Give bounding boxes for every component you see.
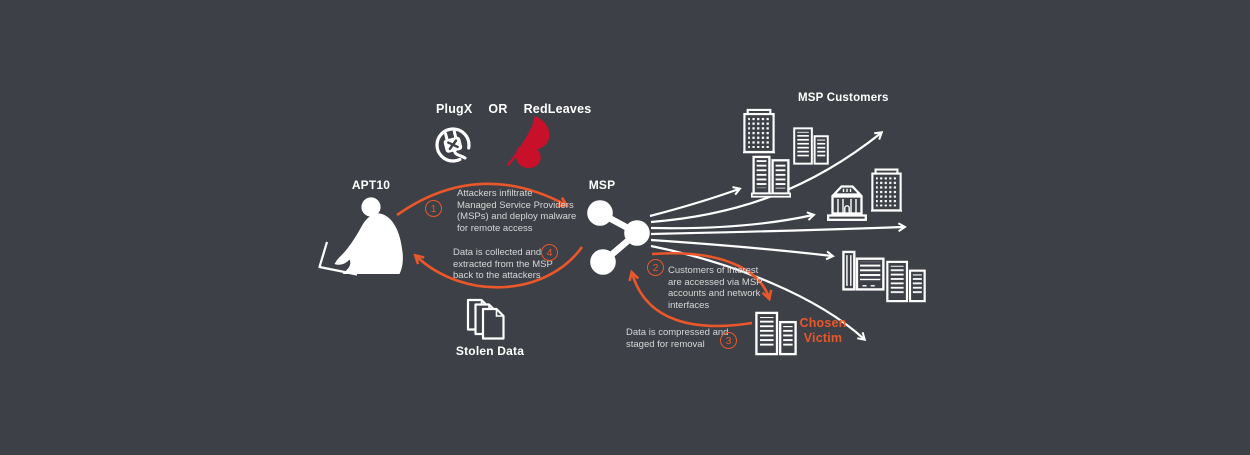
stolen-data-label: Stolen Data [455,344,525,358]
step3-arrow [632,273,753,328]
step4-description: Data is collected and extracted from the… [453,247,553,282]
building-towers-icon [793,127,829,165]
apt10-label: APT10 [351,178,391,192]
building-skyscraper-icon [871,168,902,212]
step4-arrow [416,246,584,289]
step2-description: Customers of interest are accessed via M… [668,265,763,311]
msp-network-node-icon [587,200,650,275]
step2-arrow [651,251,769,298]
chosen-victim-building-icon [755,311,797,356]
plugx-label: PlugX [436,102,473,116]
msp-label: MSP [588,178,616,192]
malware-names-row: PlugX OR RedLeaves [436,102,591,116]
building-bank-icon [827,185,867,221]
stolen-data-documents-icon [466,298,505,340]
building-skyscraper-icon [743,108,775,154]
building-towers-icon [886,260,926,303]
step3-description: Data is compressed and staged for remova… [626,327,729,350]
redleaves-label: RedLeaves [523,102,592,116]
step1-arrow [396,182,566,217]
attack-step-arrows [396,182,769,328]
plugx-icon [435,127,471,163]
laptop-icon [318,241,358,276]
building-twin-icon [751,155,791,198]
msp-customers-label: MSP Customers [798,92,889,104]
step2-number-badge: 2 [647,259,664,276]
chosen-victim-label: Chosen Victim [799,316,847,345]
msp-customer-buildings [743,108,926,303]
step4-number-badge: 4 [541,244,558,261]
step1-number-badge: 1 [425,200,442,217]
or-label: OR [488,102,508,116]
attacker-silhouette-icon [318,197,403,276]
step1-description: Attackers infiltrate Managed Service Pro… [457,188,577,234]
building-office-icon [842,250,885,291]
step3-number-badge: 3 [720,332,737,349]
redleaves-leaf-icon [506,116,550,169]
